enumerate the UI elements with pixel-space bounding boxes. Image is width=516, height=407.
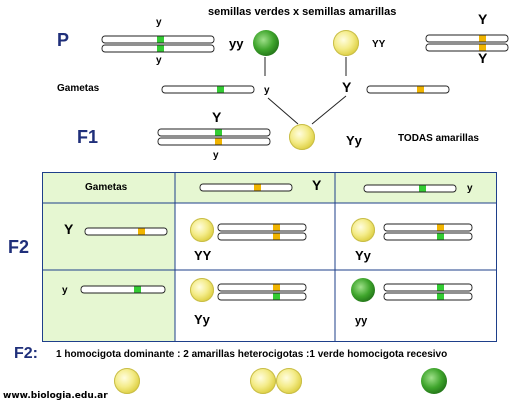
punnett-square: Gametas Y y Y y YY Yy Yy yy <box>42 172 497 342</box>
cross-title: semillas verdes x semillas amarillas <box>208 6 397 18</box>
f2-summary-label: F2: <box>14 345 38 362</box>
p-right-top-allele: Y <box>478 11 488 27</box>
chromosome-pair-p-right <box>425 34 509 52</box>
gamete-left-allele: y <box>264 85 270 96</box>
line-gamete-left <box>267 97 299 125</box>
f1-genotype: Yy <box>346 133 362 148</box>
f1-generation-label: F1 <box>77 127 99 147</box>
chromosome-gamete-left <box>161 85 255 94</box>
yellow-seed-cell-yy-3 <box>190 278 214 302</box>
p-left-bottom-allele: y <box>156 55 162 66</box>
p-left-genotype: yy <box>229 36 244 51</box>
yellow-seed-f1 <box>289 124 315 150</box>
f1-result: TODAS amarillas <box>398 133 479 144</box>
yellow-seed-summary-het-1 <box>250 368 276 394</box>
p-left-top-allele: y <box>156 17 162 28</box>
yellow-seed-p <box>333 30 359 56</box>
gamete-right-allele: Y <box>342 79 352 95</box>
punnett-row-allele-1: Y <box>64 221 74 237</box>
p-right-bottom-allele: Y <box>478 50 488 66</box>
yellow-seed-summary-het-2 <box>276 368 302 394</box>
p-generation-label: P <box>57 30 70 50</box>
line-gamete-right <box>311 95 347 125</box>
green-seed-p <box>253 30 279 56</box>
punnett-row-allele-2: y <box>62 285 68 296</box>
punnett-col-allele-1: Y <box>312 177 322 193</box>
f2-generation-label: F2 <box>8 237 30 257</box>
green-seed-summary-recessive <box>421 368 447 394</box>
site-footer: www.biologia.edu.ar <box>3 391 108 401</box>
chromosome-pair-f1 <box>157 128 271 146</box>
punnett-header-label: Gametas <box>85 182 128 193</box>
cell-genotype-2-1: Yy <box>194 312 210 327</box>
f1-top-allele: Y <box>212 109 222 125</box>
chromosome-pair-p-left <box>101 35 215 53</box>
chromosome-gamete-right <box>366 85 450 94</box>
punnett-grid-lines <box>42 172 497 342</box>
f2-summary-ratio: 1 homocigota dominante : 2 amarillas het… <box>56 349 448 360</box>
punnett-header-col-bg <box>42 203 175 342</box>
p-right-genotype: YY <box>372 39 386 50</box>
cell-genotype-1-1: YY <box>194 248 212 263</box>
yellow-seed-cell-yy-2 <box>351 218 375 242</box>
punnett-col-allele-2: y <box>467 183 473 194</box>
gametes-label: Gametas <box>57 83 100 94</box>
cell-genotype-2-2: yy <box>355 315 368 327</box>
yellow-seed-summary-dominant <box>114 368 140 394</box>
f1-bottom-allele: y <box>213 150 219 161</box>
yellow-seed-cell-yy <box>190 218 214 242</box>
green-seed-cell <box>351 278 375 302</box>
cell-genotype-1-2: Yy <box>355 248 371 263</box>
